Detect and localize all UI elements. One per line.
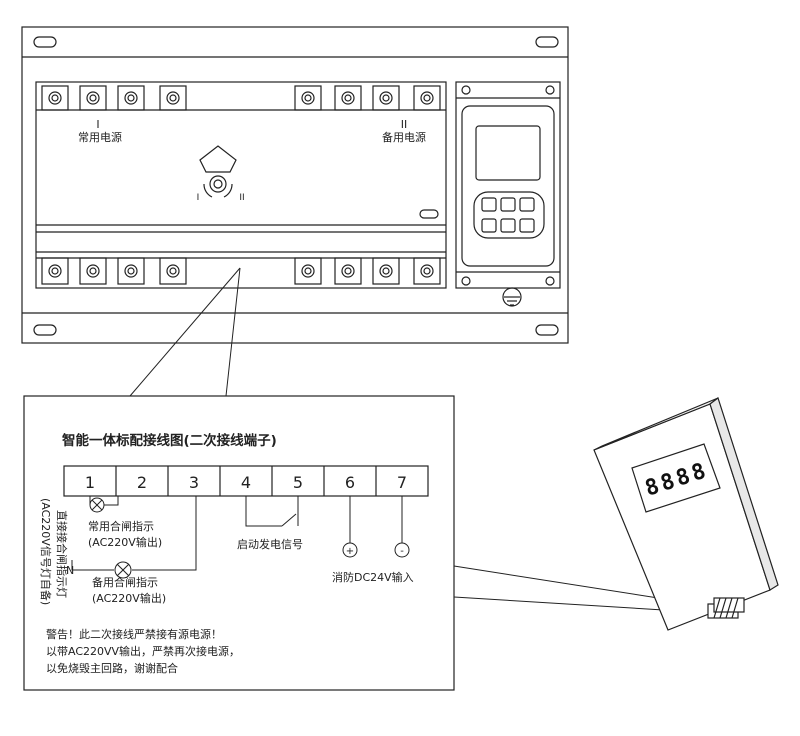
callout-lines <box>129 267 697 613</box>
lamp1-label-line1: 常用合闸指示 <box>88 519 154 533</box>
fire-input-label: 消防DC24V输入 <box>332 570 414 584</box>
indicator-slot <box>419 209 439 219</box>
handle-pos2: II <box>239 193 244 203</box>
wiring-title: 智能一体标配接线图(二次接线端子) <box>62 432 277 449</box>
terminal-6: 6 <box>345 473 355 492</box>
warning-line-3: 以免烧毁主回路，谢谢配合 <box>46 661 178 675</box>
source2-label: 备用电源 <box>382 130 426 144</box>
lamp-icon <box>89 497 105 513</box>
warning-line-1: 警告！此二次接线严禁接有源电源！ <box>46 627 222 641</box>
mount-slot-br <box>535 324 559 336</box>
neutral-label: N <box>66 564 74 577</box>
terminal-strip <box>63 465 429 497</box>
mount-slot-tl <box>33 36 57 48</box>
minus-sign: - <box>400 546 404 557</box>
wiring-box <box>23 395 455 691</box>
source1-label: 常用电源 <box>78 130 122 144</box>
terminal-1: 1 <box>85 473 95 492</box>
handle-pos1: I <box>197 193 200 203</box>
top-terminals <box>41 85 441 111</box>
mount-slot-bl <box>33 324 57 336</box>
terminal-4: 4 <box>241 473 251 492</box>
wiring-lines <box>71 496 403 571</box>
lamp2-label-line2: (AC220V输出) <box>92 591 166 605</box>
side-label-2: (AC220V信号灯自备) <box>39 498 53 605</box>
terminal-7: 7 <box>397 473 407 492</box>
controller-lcd <box>475 125 541 181</box>
side-label-1: 直接接合闸指示灯 <box>55 510 69 598</box>
mount-slot-tr <box>535 36 559 48</box>
plus-terminal-icon <box>342 542 358 558</box>
ats-switch <box>21 26 569 344</box>
remote-display-module <box>593 397 779 631</box>
controller-keypad[interactable] <box>481 197 535 233</box>
bottom-terminals <box>41 257 441 285</box>
ground-icon <box>502 287 522 307</box>
remote-display-window <box>631 443 721 513</box>
lamp-icon <box>114 561 132 579</box>
lamp2-label-line1: 备用合闸指示 <box>92 575 158 589</box>
terminal-3: 3 <box>189 473 199 492</box>
terminal-5: 5 <box>293 473 303 492</box>
gen-signal-label: 启动发电信号 <box>237 537 303 551</box>
minus-terminal-icon <box>394 542 410 558</box>
controller-panel <box>455 81 561 289</box>
handle-icon[interactable] <box>199 145 237 198</box>
plus-sign: + <box>346 546 354 557</box>
warning-line-2: 以带AC220VV输出，严禁再次接电源， <box>46 644 240 658</box>
lamp1-label-line2: (AC220V输出) <box>88 535 162 549</box>
terminal-2: 2 <box>137 473 147 492</box>
source2-roman: II <box>401 118 408 131</box>
switch-body <box>35 81 447 289</box>
source1-roman: I <box>96 118 99 131</box>
